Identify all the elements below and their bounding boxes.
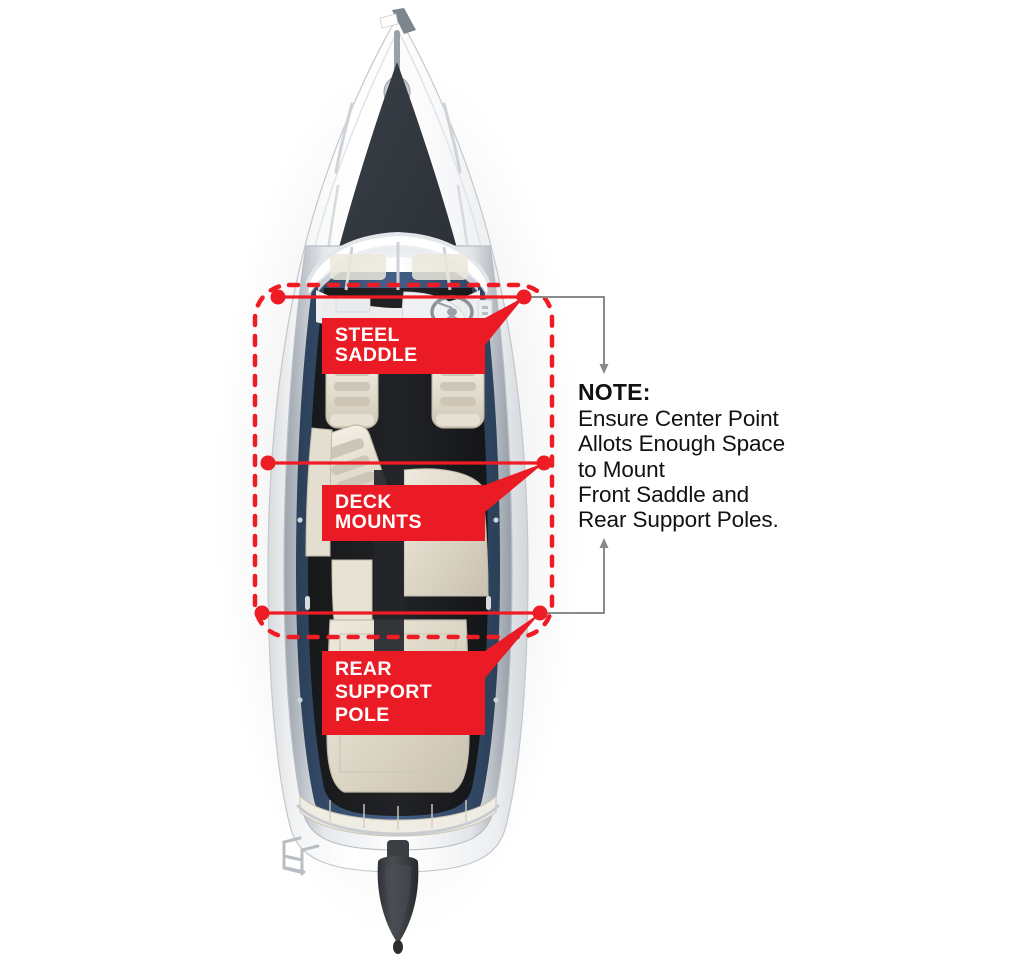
note-body: Ensure Center Point Allots Enough Space … (578, 405, 785, 533)
callout-rear-support-pole: REAR SUPPORT POLE (322, 651, 485, 735)
stern-drive (377, 840, 419, 954)
transom-swim-platform (296, 794, 500, 837)
note-heading: NOTE: (578, 379, 651, 405)
note-block: NOTE: Ensure Center Point Allots Enough … (578, 379, 848, 533)
boarding-ladder (282, 836, 320, 876)
callout-deck-mounts: DECK MOUNTS (322, 485, 485, 541)
callout-steel-saddle: STEEL SADDLE (322, 318, 485, 374)
